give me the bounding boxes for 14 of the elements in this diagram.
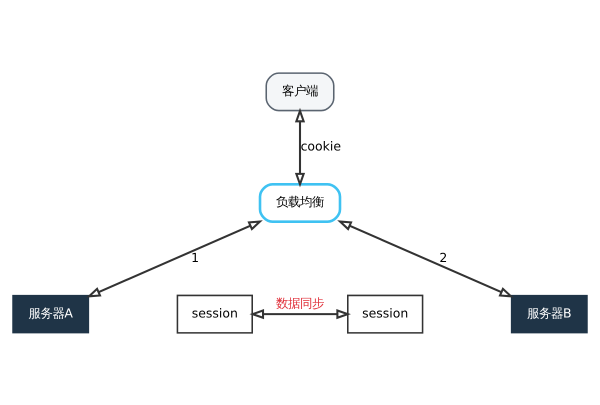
node-box: session [347,294,424,334]
edge-label: 数据同步 [276,295,324,310]
arrow [337,220,514,298]
node-box: 服务器A [12,294,90,333]
node-box: 服务器B [510,294,588,333]
arrow [86,220,263,298]
edge-label: 2 [439,249,448,264]
edge-label: 1 [191,249,200,264]
arrow [294,107,306,187]
node-box: 负载均衡 [258,182,342,222]
edge-label: cookie [300,138,341,154]
node-box: session [176,294,253,334]
arrow [249,308,351,319]
node-box: 客户端 [265,72,335,111]
